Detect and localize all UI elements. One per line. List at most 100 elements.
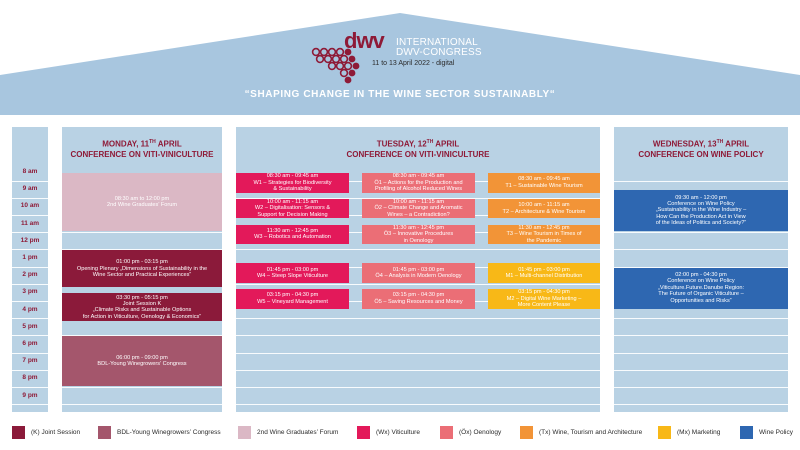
- session-text: W3 – Robotics and Automation: [254, 234, 331, 241]
- time-label: 7 pm: [22, 357, 38, 365]
- legend-label: (Wx) Viticulture: [376, 428, 420, 436]
- congress-logo: dwv INTERNATIONAL DWV-CONGRESS 11 to 13 …: [310, 28, 510, 86]
- hour-gridline: [236, 335, 600, 337]
- session-time: 03:30 pm - 05:15 pm: [116, 294, 168, 301]
- slogan: “SHAPING CHANGE IN THE WINE SECTOR SUSTA…: [244, 89, 556, 100]
- hour-gridline: [12, 404, 48, 406]
- hour-gridline: [12, 283, 48, 285]
- roof-background: [0, 13, 800, 115]
- session-text: Joint Session K: [122, 301, 162, 308]
- session-text: Ö4 – Analysis in Modern Oenology: [375, 273, 462, 280]
- session-text: Support for Decision Making: [257, 211, 328, 218]
- session-text: the Pandemic: [526, 237, 562, 244]
- session-text: M2 – Digital Wine Marketing –: [506, 295, 582, 302]
- hour-gridline: [236, 387, 600, 388]
- legend-label: BDL-Young Winegrowers’ Congress: [117, 428, 221, 436]
- session-text: M1 – Multi-channel Distribution: [505, 273, 583, 280]
- hour-gridline: [614, 266, 788, 268]
- legend-label: (Tx) Wine, Tourism and Architecture: [539, 428, 643, 436]
- session-time: 10:00 am - 11:15 am: [518, 202, 570, 209]
- session-text: BDL-Young Winegrowers’ Congress: [97, 361, 187, 368]
- legend-swatch: [440, 425, 453, 439]
- session-text: for Action in Viticulture, Oenology & Ec…: [82, 313, 202, 320]
- legend: (K) Joint Session BDL-Young Winegrowers’ …: [0, 425, 800, 441]
- hour-gridline: [62, 387, 222, 388]
- legend-item-marketing: (Mx) Marketing: [658, 425, 720, 439]
- legend-item-bdl: BDL-Young Winegrowers’ Congress: [98, 425, 221, 439]
- legend-swatch: [98, 425, 111, 439]
- session-text: „Climate Risks and Sustainable Options: [92, 307, 192, 314]
- logo-wordmark: dwv: [344, 28, 385, 53]
- session-text: The Future of Organic Viticulture –: [658, 291, 744, 298]
- session-time: 08:30 am - 09:45 am: [266, 173, 319, 180]
- hour-gridline: [62, 404, 222, 406]
- session-text: Opportunities and Risks“: [670, 297, 732, 304]
- congress-date: 11 to 13 April 2022 - digital: [372, 60, 455, 67]
- session-text: T3 – Wine Tourism in Times of: [506, 231, 582, 238]
- time-label: 6 pm: [22, 340, 38, 347]
- hour-gridline: [12, 318, 48, 320]
- session-text: & Sustainability: [273, 185, 312, 192]
- session-time: 08:30 am - 09:45 am: [392, 173, 445, 180]
- session-time: 11:30 am - 12:45 pm: [518, 224, 570, 231]
- legend-swatch: [357, 425, 370, 439]
- session-time: 06:00 pm - 09:00 pm: [116, 354, 168, 361]
- legend-item-policy: Wine Policy: [740, 425, 793, 439]
- hour-gridline: [236, 283, 600, 285]
- session-time: 11:30 am - 12:45 pm: [266, 227, 319, 234]
- legend-swatch: [520, 425, 533, 439]
- session-text: Ö2 – Climate Change and Aromatic: [374, 205, 463, 212]
- session-time: 11:30 am - 12:45 pm: [392, 224, 445, 231]
- session-text: Conference on Wine Policy: [667, 278, 735, 285]
- hour-gridline: [12, 197, 48, 199]
- time-label: 10 am: [20, 202, 40, 210]
- legend-label: (K) Joint Session: [31, 428, 81, 436]
- time-label: 4 pm: [22, 305, 38, 313]
- hour-gridline: [12, 335, 48, 337]
- session-text: „Sustainability in the Wine Industry –: [655, 207, 747, 214]
- hour-gridline: [236, 404, 600, 406]
- session-text: T2 – Architecture & Wine Tourism: [502, 208, 586, 215]
- legend-label: (Mx) Marketing: [677, 428, 721, 436]
- session-text: Profiling of Alcohol Reduced Wines: [374, 185, 463, 192]
- session-text: W1 – Strategies for Biodiversity: [253, 179, 332, 186]
- time-label: 9 am: [22, 185, 38, 193]
- session-text: Wine Sector and Practical Experiences“: [92, 271, 192, 278]
- session-text: Wines – a Contradiction?: [387, 211, 450, 218]
- hour-gridline: [614, 369, 788, 371]
- session-time: 02:00 pm - 04:30 pm: [675, 272, 727, 279]
- hour-gridline: [62, 335, 222, 337]
- grape-logo-icon: [311, 47, 360, 84]
- session-text: Ö5 – Saving Resources and Money: [374, 298, 463, 305]
- hour-gridline: [12, 369, 48, 371]
- day-header-tuesday: TUESDAY, 12TH APRIL CONFERENCE ON VITI-V…: [346, 139, 490, 159]
- day-panel-tuesday: TUESDAY, 12TH APRIL CONFERENCE ON VITI-V…: [236, 127, 600, 412]
- session-time: 03:15 pm - 04:30 pm: [392, 292, 445, 299]
- session-text: in Oenology: [403, 237, 434, 244]
- day-panel-monday: MONDAY, 11TH APRIL CONFERENCE ON VITI-VI…: [62, 127, 222, 412]
- time-label: 3 pm: [22, 288, 38, 296]
- time-label: 9 pm: [22, 391, 38, 399]
- session-text: W4 – Steep Slope Viticulture: [256, 273, 329, 280]
